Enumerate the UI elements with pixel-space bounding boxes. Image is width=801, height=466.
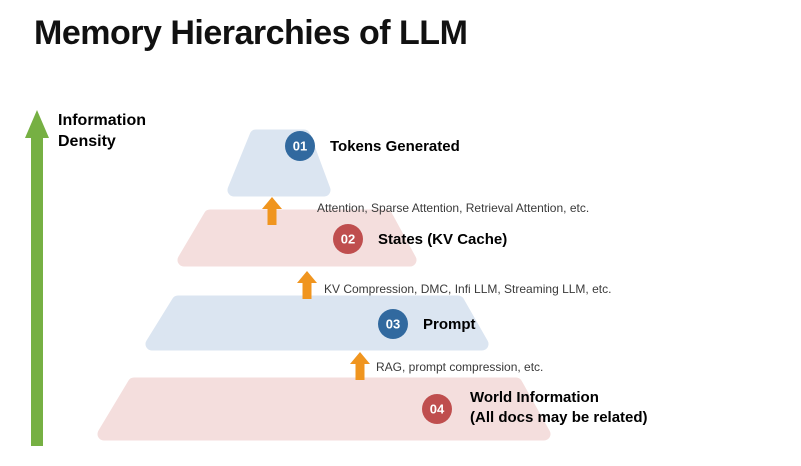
layer-2-label: States (KV Cache) <box>378 231 508 248</box>
layer-4-label-line2: (All docs may be related) <box>470 409 648 426</box>
transition-arrow-3-icon <box>350 352 370 380</box>
layer-4-badge <box>422 394 452 424</box>
transition-3-label: RAG, prompt compression, etc. <box>376 360 544 374</box>
layer-3-badge <box>378 309 408 339</box>
transition-1-label: Attention, Sparse Attention, Retrieval A… <box>317 201 590 215</box>
layer-4-label-line1: World Information <box>470 389 599 406</box>
layer-3-badge-number: 03 <box>386 317 400 332</box>
transition-2-label: KV Compression, DMC, Infi LLM, Streaming… <box>324 282 612 296</box>
layer-1-label: Tokens Generated <box>330 138 460 155</box>
layer-2-shape <box>177 209 417 267</box>
axis-label-line1: Information <box>58 112 146 129</box>
axis-label-line2: Density <box>58 133 116 150</box>
layer-1-badge <box>285 131 315 161</box>
layer-2-badge-number: 02 <box>341 232 355 247</box>
transition-arrow-1-icon <box>262 197 282 225</box>
layer-4-badge-number: 04 <box>430 402 445 417</box>
transition-arrow-2-icon <box>297 271 317 299</box>
information-density-arrow-icon <box>25 110 49 446</box>
layer-1-badge-number: 01 <box>293 139 307 154</box>
layer-4-label: World Information (All docs may be relat… <box>470 388 648 428</box>
axis-label: Information Density <box>58 110 146 152</box>
layer-3-label: Prompt <box>423 316 476 333</box>
layer-2-badge <box>333 224 363 254</box>
slide-title: Memory Hierarchies of LLM <box>34 14 468 52</box>
